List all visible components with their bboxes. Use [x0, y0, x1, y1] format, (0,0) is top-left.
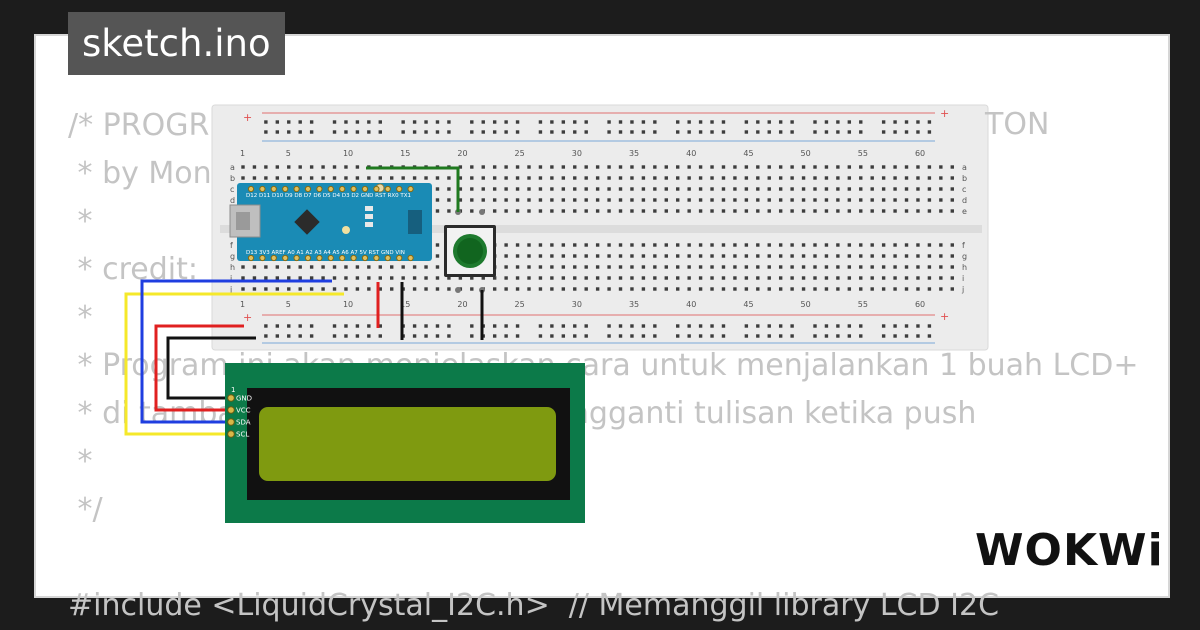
wokwi-logo: WOKWi	[975, 525, 1164, 576]
rail-plus-label: +	[243, 111, 252, 124]
row-label: f	[962, 241, 965, 250]
row-label: g	[230, 252, 235, 261]
row-label: f	[230, 241, 233, 250]
column-label: 30	[572, 300, 582, 309]
row-label: c	[230, 185, 234, 194]
row-label: h	[230, 263, 235, 272]
column-label: 50	[801, 300, 811, 309]
rail-plus-label: +	[940, 107, 949, 120]
column-label: 1	[240, 300, 245, 309]
file-tab[interactable]: sketch.ino	[68, 12, 285, 75]
column-label: 45	[743, 149, 753, 158]
row-label: j	[961, 285, 964, 294]
column-label: 1	[240, 149, 245, 158]
row-label: i	[962, 274, 964, 283]
row-label: h	[962, 263, 967, 272]
row-label: i	[230, 274, 232, 283]
column-label: 60	[915, 149, 925, 158]
column-label: 5	[286, 149, 291, 158]
row-label: d	[962, 196, 967, 205]
arduino-bottom-pin-labels: D13 3V3 AREF A0 A1 A2 A3 A4 A5 A6 A7 5V …	[246, 250, 405, 256]
lcd-pin-label: VCC	[236, 407, 251, 415]
row-label: e	[962, 207, 967, 216]
lcd-pin-header[interactable]: GND VCC SDA SCL	[227, 394, 252, 439]
column-label: 10	[343, 300, 353, 309]
column-label: 40	[686, 300, 696, 309]
lcd-pin-number: 1	[231, 386, 235, 394]
row-label: b	[962, 174, 967, 183]
arduino-top-pin-labels: D12 D11 D10 D9 D8 D7 D6 D5 D4 D3 D2 GND …	[246, 193, 411, 199]
lcd-pin-label: SDA	[236, 419, 251, 427]
column-label: 45	[743, 300, 753, 309]
row-label: b	[230, 174, 235, 183]
wires[interactable]	[124, 166, 484, 436]
wire-red-lcd-vcc[interactable]	[154, 324, 244, 412]
wire-yellow-scl[interactable]	[124, 292, 344, 436]
column-label: 15	[400, 300, 410, 309]
lcd-pin-label: GND	[236, 395, 252, 403]
column-label: 35	[629, 300, 639, 309]
row-label: a	[962, 163, 967, 172]
code-tail-text: TON	[984, 107, 1049, 142]
column-label: 15	[400, 149, 410, 158]
column-label: 20	[457, 149, 467, 158]
code-text: /* PROGR * by Mon * * credit: * * Progra…	[68, 108, 1139, 623]
wire-black-lcd-gnd[interactable]	[166, 336, 256, 400]
column-label: 25	[515, 300, 525, 309]
row-label: d	[230, 196, 235, 205]
arduino-pins[interactable]	[247, 185, 414, 262]
lcd-display[interactable]: 1 GND VCC SDA SCL	[225, 363, 585, 523]
push-button[interactable]	[444, 209, 496, 293]
wire-green[interactable]	[366, 166, 460, 212]
wire-blue-sda[interactable]	[140, 279, 332, 424]
column-label: 50	[801, 149, 811, 158]
column-label: 30	[572, 149, 582, 158]
column-label: 55	[858, 149, 868, 158]
row-label: a	[230, 163, 235, 172]
column-label: 20	[457, 300, 467, 309]
row-labels: aabbccddeeffgghhiijj	[229, 163, 967, 294]
row-label: g	[962, 252, 967, 261]
row-label: j	[229, 285, 232, 294]
arduino-nano[interactable]: D12 D11 D10 D9 D8 D7 D6 D5 D4 D3 D2 GND …	[229, 183, 432, 262]
column-labels: 1155101015152020252530303535404045455050…	[240, 149, 925, 309]
column-label: 25	[515, 149, 525, 158]
lcd-pin-label: SCL	[236, 431, 249, 439]
rail-plus-label: +	[940, 310, 949, 323]
column-label: 35	[629, 149, 639, 158]
rail-plus-label: +	[243, 311, 252, 324]
breadboard[interactable]: + + + + 11551010151520202525303035354040…	[211, 104, 989, 351]
column-label: 10	[343, 149, 353, 158]
row-label: c	[962, 185, 966, 194]
column-label: 40	[686, 149, 696, 158]
column-label: 60	[915, 300, 925, 309]
column-label: 55	[858, 300, 868, 309]
column-label: 5	[286, 300, 291, 309]
